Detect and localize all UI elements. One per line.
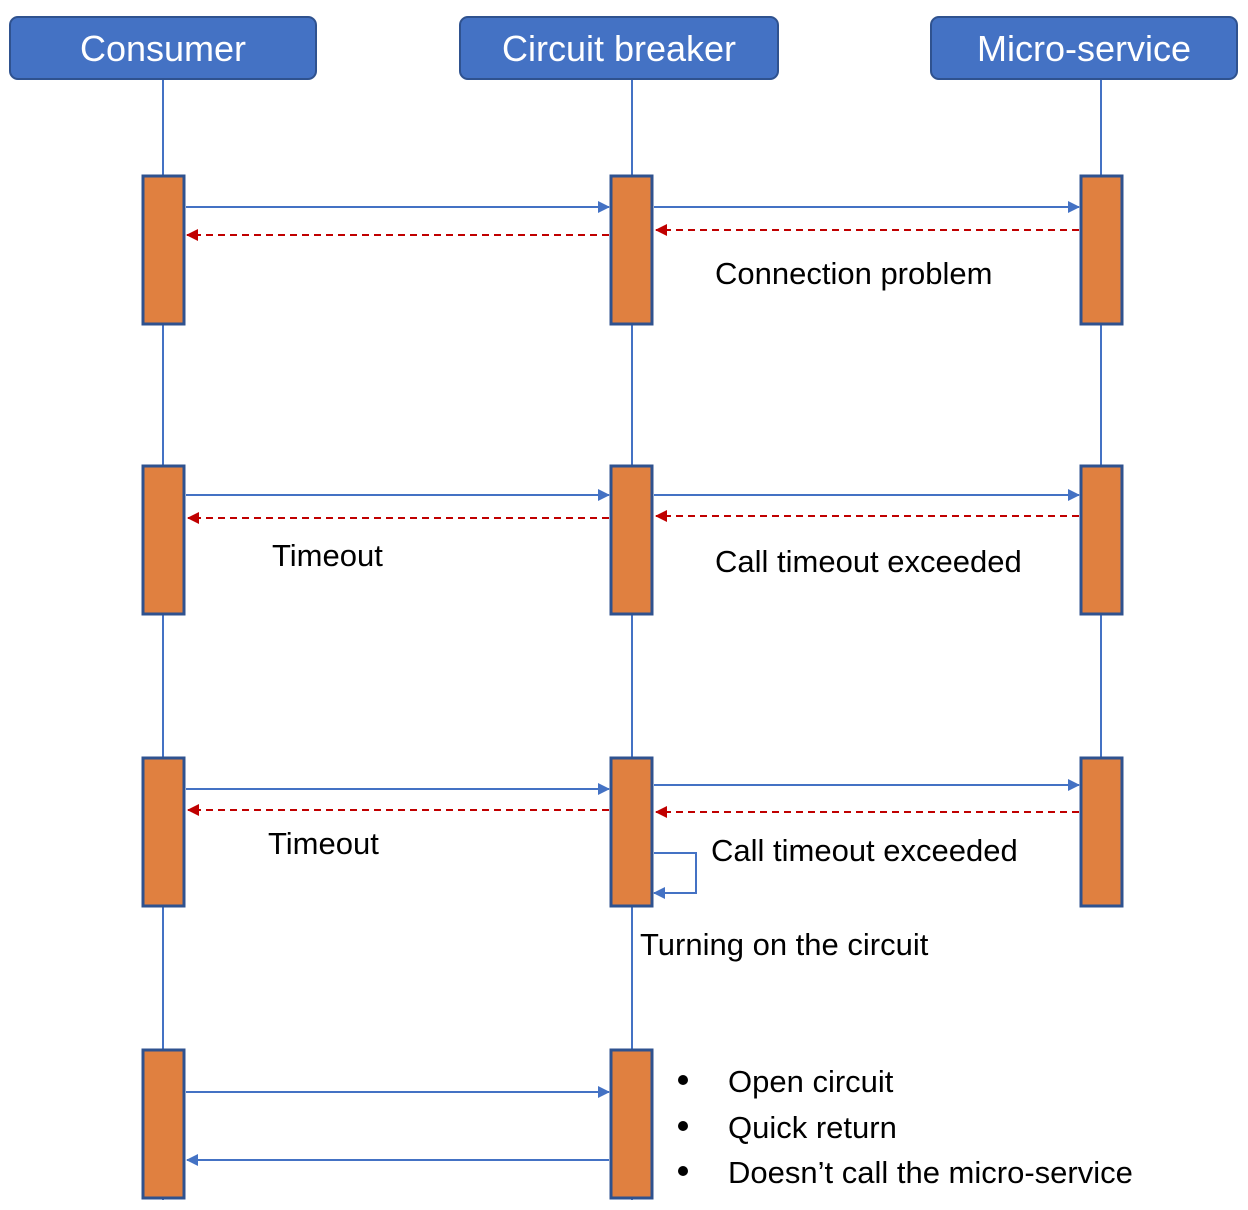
timeout-label: Timeout xyxy=(268,826,379,861)
call-timeout-exceeded-label: Call timeout exceeded xyxy=(711,833,1018,868)
open-circuit-notes: Open circuit Quick return Doesn’t call t… xyxy=(678,1064,1133,1190)
turning-on-circuit-label: Turning on the circuit xyxy=(640,927,929,962)
timeout-label: Timeout xyxy=(272,538,383,573)
participant-circuit-breaker: Circuit breaker xyxy=(459,16,779,80)
activation-bar xyxy=(141,756,186,908)
activation-bar xyxy=(609,756,654,908)
participant-micro-service-label: Micro-service xyxy=(977,28,1191,69)
activation-bar xyxy=(141,174,186,326)
note-open-circuit: Open circuit xyxy=(728,1064,894,1099)
activation-bar xyxy=(609,1048,654,1200)
self-call-arrow xyxy=(653,852,697,899)
participant-consumer-label: Consumer xyxy=(80,28,246,69)
note-does-not-call-service: Doesn’t call the micro-service xyxy=(728,1155,1133,1190)
activation-bar xyxy=(609,464,654,616)
activation-bar xyxy=(1079,174,1124,326)
bullet xyxy=(678,1075,688,1085)
participant-consumer: Consumer xyxy=(9,16,317,80)
bullet xyxy=(678,1166,688,1176)
activation-bar xyxy=(141,464,186,616)
activation-bar xyxy=(1079,464,1124,616)
call-timeout-exceeded-label: Call timeout exceeded xyxy=(715,544,1022,579)
connection-problem-label: Connection problem xyxy=(715,256,992,291)
note-quick-return: Quick return xyxy=(728,1110,897,1145)
participant-micro-service: Micro-service xyxy=(930,16,1238,80)
participant-circuit-breaker-label: Circuit breaker xyxy=(502,28,736,69)
activation-bar xyxy=(141,1048,186,1200)
activation-bar xyxy=(609,174,654,326)
bullet xyxy=(678,1121,688,1131)
activation-bar xyxy=(1079,756,1124,908)
